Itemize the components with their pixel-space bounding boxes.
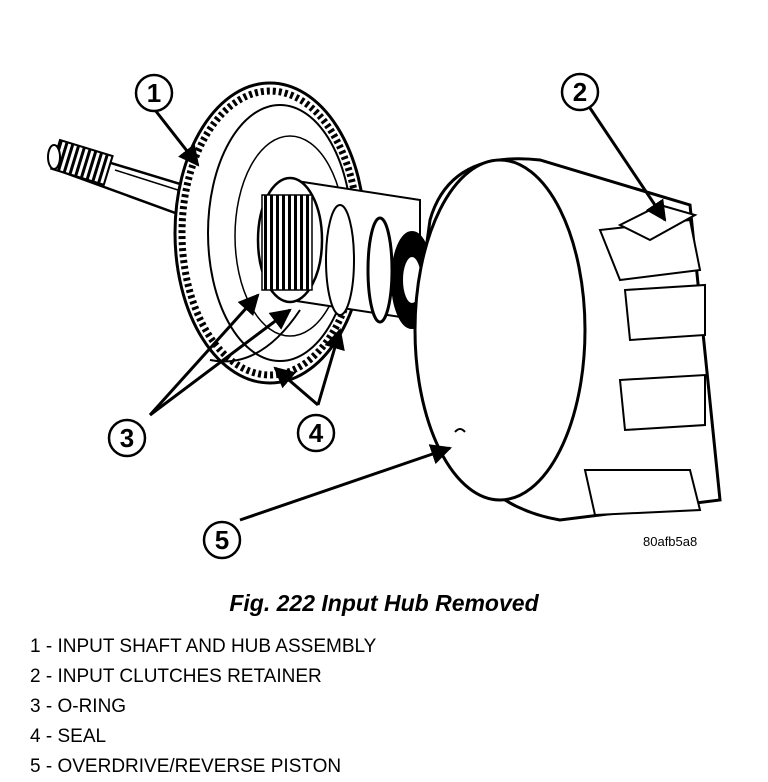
svg-text:4: 4 xyxy=(309,418,324,448)
figure-code: 80afb5a8 xyxy=(643,534,698,549)
legend-item: 3 - O-RING xyxy=(30,696,127,717)
callout-1: 1 xyxy=(134,73,174,113)
legend-item: 5 - OVERDRIVE/REVERSE PISTON xyxy=(30,756,342,777)
legend-item: 4 - SEAL xyxy=(30,726,107,747)
leader-lines xyxy=(148,107,667,522)
svg-text:5: 5 xyxy=(215,525,229,555)
legend-item: 1 - INPUT SHAFT AND HUB ASSEMBLY xyxy=(30,636,377,657)
legend-list: 1 - INPUT SHAFT AND HUB ASSEMBLY 2 - INP… xyxy=(30,632,376,782)
callout-3: 3 xyxy=(107,418,147,458)
svg-text:2: 2 xyxy=(573,77,587,107)
callout-5: 5 xyxy=(202,520,242,560)
legend-item: 2 - INPUT CLUTCHES RETAINER xyxy=(30,666,322,687)
clutch-retainer-drum xyxy=(413,157,722,522)
callout-2: 2 xyxy=(560,72,600,112)
input-shaft xyxy=(47,138,202,224)
input-hub-illustration: 1 2 3 4 5 xyxy=(47,72,722,560)
svg-text:3: 3 xyxy=(120,423,134,453)
svg-text:1: 1 xyxy=(147,78,161,108)
hub-barrel xyxy=(209,176,433,363)
callout-4: 4 xyxy=(296,413,336,453)
figure-caption: Fig. 222 Input Hub Removed xyxy=(229,590,539,616)
